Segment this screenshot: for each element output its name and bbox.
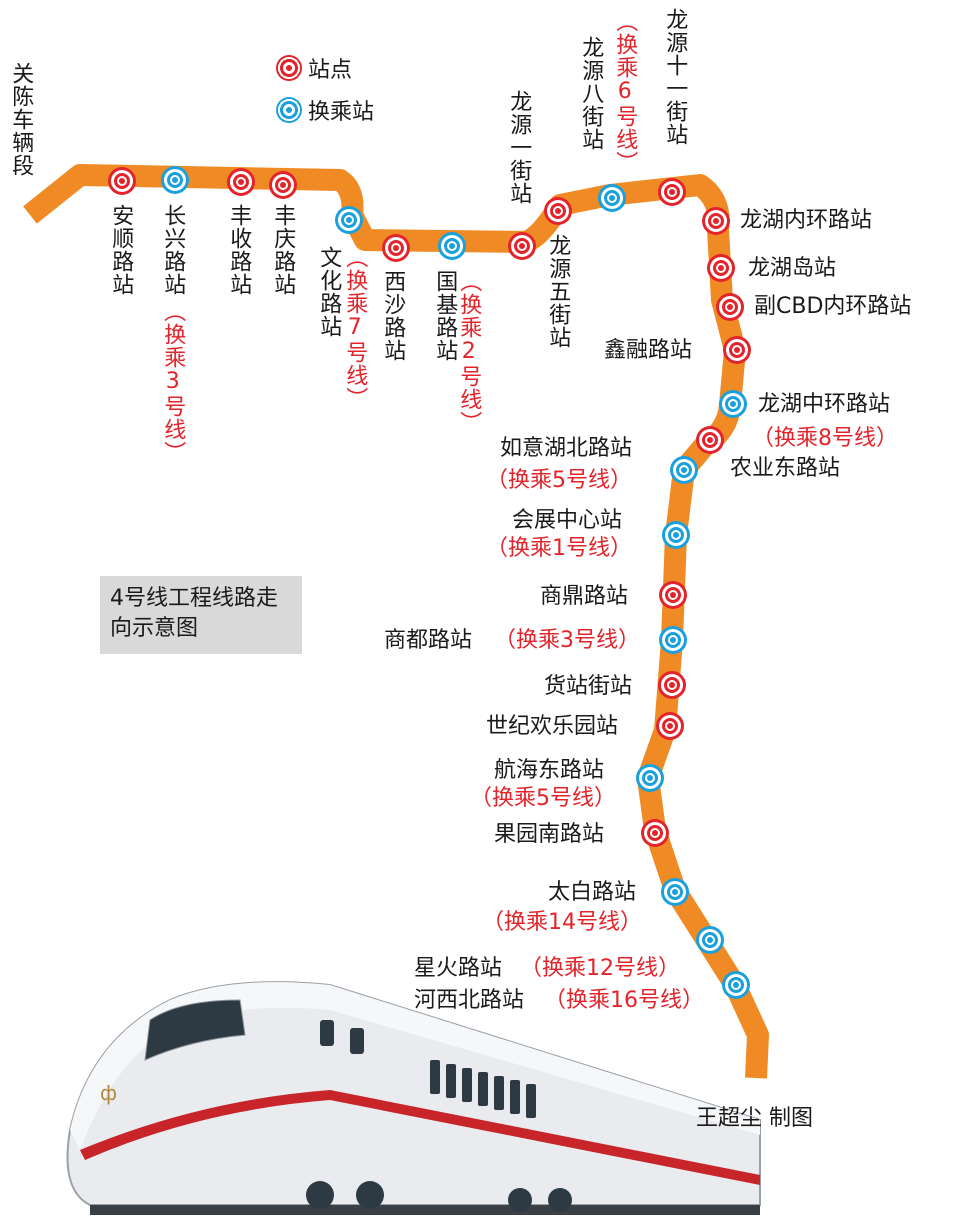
- station-name-label: 太白路站: [548, 880, 637, 905]
- station-marker: [658, 671, 686, 699]
- station-marker-icon: [276, 55, 302, 81]
- legend-station: 站点: [276, 52, 352, 84]
- station-name-label: 货站街站: [544, 674, 633, 699]
- station-marker: [707, 254, 735, 282]
- transfer-line-label: （换乘6号线）: [612, 10, 638, 174]
- transfer-line-label: （换乘3号线）: [494, 628, 640, 653]
- transfer-station-marker: [696, 926, 724, 954]
- station-marker: [659, 581, 687, 609]
- station-name-label: 星火路站: [414, 956, 503, 981]
- station-name-label: 长兴路站: [160, 204, 186, 296]
- station-name-label: 河西北路站: [414, 988, 525, 1013]
- station-name-label: 国基路站: [432, 270, 458, 362]
- station-marker: [269, 171, 297, 199]
- station-name-label: 龙湖内环路站: [740, 208, 873, 233]
- transfer-station-marker: [719, 390, 747, 418]
- station-name-label: 龙湖中环路站: [758, 392, 891, 417]
- transfer-line-label: （换乘8号线）: [752, 426, 898, 451]
- transfer-station-marker: [161, 166, 189, 194]
- station-name-label: 龙湖岛站: [748, 256, 837, 281]
- station-name-label: 丰庆路站: [270, 204, 296, 296]
- station-marker: [544, 197, 572, 225]
- station-name-label: 副CBD内环路站: [754, 294, 912, 319]
- station-name-label: 会展中心站: [512, 508, 623, 533]
- map-title: 4号线工程线路走向示意图: [100, 576, 302, 654]
- transfer-line-label: （换乘1号线）: [486, 536, 632, 561]
- station-marker: [702, 207, 730, 235]
- station-name-label: 龙源八街站: [578, 36, 604, 151]
- station-name-label: 航海东路站: [494, 758, 605, 783]
- station-marker: [641, 819, 669, 847]
- transfer-line-label: （换乘3号线）: [160, 300, 186, 464]
- transfer-line-label: （换乘12号线）: [520, 956, 680, 981]
- station-marker: [716, 293, 744, 321]
- station-name-label: 西沙路站: [380, 270, 406, 362]
- legend-station-label: 站点: [308, 58, 353, 83]
- transfer-line-label: （换乘16号线）: [544, 988, 704, 1013]
- station-marker: [696, 426, 724, 454]
- station-name-label: 龙源五街站: [545, 234, 571, 349]
- station-marker: [658, 178, 686, 206]
- legend-transfer: 换乘站: [276, 94, 374, 126]
- transfer-line-label: （换乘7号线）: [342, 246, 368, 410]
- station-name-label: 龙源一街站: [506, 90, 532, 205]
- transfer-line-label: （换乘5号线）: [486, 468, 632, 493]
- transfer-station-marker: [636, 764, 664, 792]
- station-name-label: 文化路站: [316, 246, 342, 338]
- station-name-label: 农业东路站: [730, 456, 841, 481]
- svg-text:ф: ф: [100, 1081, 117, 1105]
- transfer-station-marker: [661, 878, 689, 906]
- credit: 王超尘 制图: [696, 1106, 813, 1131]
- station-name-label: 丰收路站: [226, 204, 252, 296]
- transfer-line-label: （换乘14号线）: [482, 910, 642, 935]
- transfer-station-marker: [335, 206, 363, 234]
- station-marker: [656, 712, 684, 740]
- transfer-station-marker: [722, 971, 750, 999]
- transfer-line-label: （换乘2号线）: [456, 270, 482, 434]
- legend-transfer-label: 换乘站: [308, 100, 375, 125]
- station-name-label: 商鼎路站: [540, 584, 629, 609]
- station-name-label: 如意湖北路站: [500, 436, 633, 461]
- train-illustration: ф: [66, 981, 761, 1215]
- transfer-station-marker: [659, 626, 687, 654]
- transfer-station-marker: [670, 456, 698, 484]
- transfer-station-marker: [662, 521, 690, 549]
- station-marker: [382, 234, 410, 262]
- station-name-label: 商都路站: [384, 628, 473, 653]
- depot-label: 关陈车辆段: [8, 62, 34, 177]
- station-name-label: 世纪欢乐园站: [486, 714, 619, 739]
- transfer-station-marker: [598, 184, 626, 212]
- station-marker: [227, 168, 255, 196]
- station-name-label: 果园南路站: [494, 822, 605, 847]
- station-name-label: 龙源十一街站: [662, 8, 688, 146]
- station-marker: [508, 232, 536, 260]
- transfer-marker-icon: [276, 97, 302, 123]
- station-marker: [108, 167, 136, 195]
- transfer-station-marker: [438, 232, 466, 260]
- transfer-line-label: （换乘5号线）: [470, 786, 616, 811]
- station-marker: [723, 336, 751, 364]
- station-name-label: 鑫融路站: [604, 338, 693, 363]
- station-name-label: 安顺路站: [108, 204, 134, 296]
